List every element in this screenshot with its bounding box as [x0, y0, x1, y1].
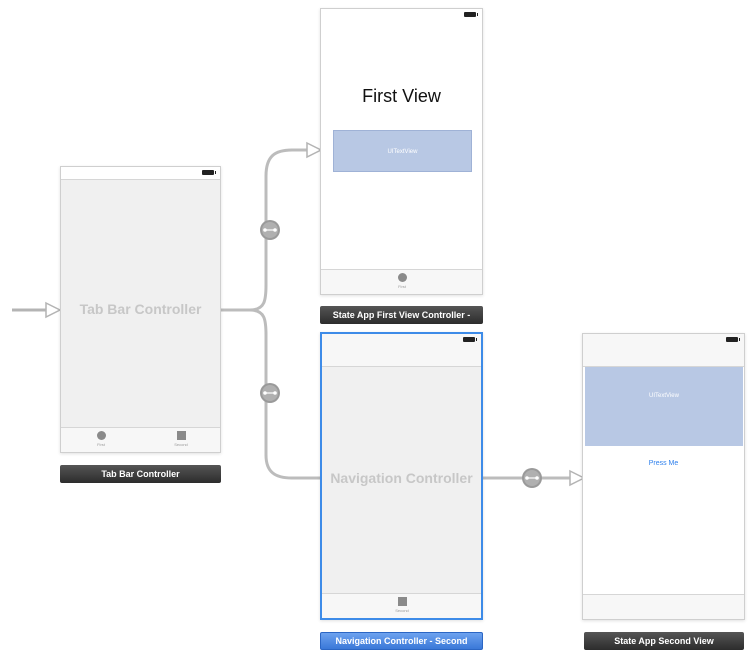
tab-first[interactable]: First	[382, 273, 422, 289]
entry-arrow	[12, 301, 62, 319]
segue-arrow-first	[306, 141, 323, 159]
battery-icon	[202, 170, 216, 175]
tab-second[interactable]: Second	[161, 431, 201, 447]
square-tab-icon	[397, 597, 407, 606]
segue-badge-root-icon[interactable]	[522, 468, 542, 488]
tab-second[interactable]: Second	[382, 597, 422, 613]
tab-bar: First Second	[61, 427, 220, 452]
segue-badge-first-icon[interactable]	[260, 220, 280, 240]
battery-icon	[726, 337, 740, 342]
first-view-title: First View	[362, 86, 441, 106]
navigation-controller-screen[interactable]: Navigation Controller Second	[320, 332, 483, 620]
tab-first[interactable]: First	[81, 431, 121, 447]
second-view-screen[interactable]: UITextView Press Me	[582, 333, 745, 620]
segue-badge-second-icon[interactable]	[260, 383, 280, 403]
tab-label-first: First	[398, 284, 406, 289]
battery-icon	[463, 337, 477, 342]
tab-label-second: Second	[395, 608, 409, 613]
circle-tab-icon	[397, 273, 407, 282]
second-text-view[interactable]: UITextView	[585, 367, 743, 446]
second-view-scene-label[interactable]: State App Second View	[584, 632, 744, 650]
navigation-controller-title: Navigation Controller	[330, 470, 473, 486]
square-tab-icon	[176, 431, 186, 440]
circle-tab-icon	[96, 431, 106, 440]
first-text-view[interactable]: UITextView	[333, 130, 472, 172]
status-bar	[321, 9, 482, 21]
first-view-scene-label[interactable]: State App First View Controller -	[320, 306, 483, 324]
tab-bar-controller-screen[interactable]: Tab Bar Controller First Second	[60, 166, 221, 453]
press-me-button[interactable]: Press Me	[648, 460, 679, 467]
tab-bar	[583, 594, 744, 619]
tab-bar: Second	[322, 593, 481, 618]
status-bar	[61, 167, 220, 180]
tab-bar-controller-title: Tab Bar Controller	[79, 301, 202, 317]
tab-label-second: Second	[174, 442, 188, 447]
tab-bar: First	[321, 269, 482, 294]
navigation-bar	[322, 334, 481, 367]
segue-arrow-root	[569, 469, 586, 487]
tab-bar-controller-scene-label[interactable]: Tab Bar Controller	[60, 465, 221, 483]
navigation-bar	[583, 334, 744, 367]
battery-icon	[464, 12, 478, 17]
tab-label-first: First	[97, 442, 105, 447]
first-view-screen[interactable]: First View UITextView First	[320, 8, 483, 295]
navigation-controller-scene-label[interactable]: Navigation Controller - Second	[320, 632, 483, 650]
